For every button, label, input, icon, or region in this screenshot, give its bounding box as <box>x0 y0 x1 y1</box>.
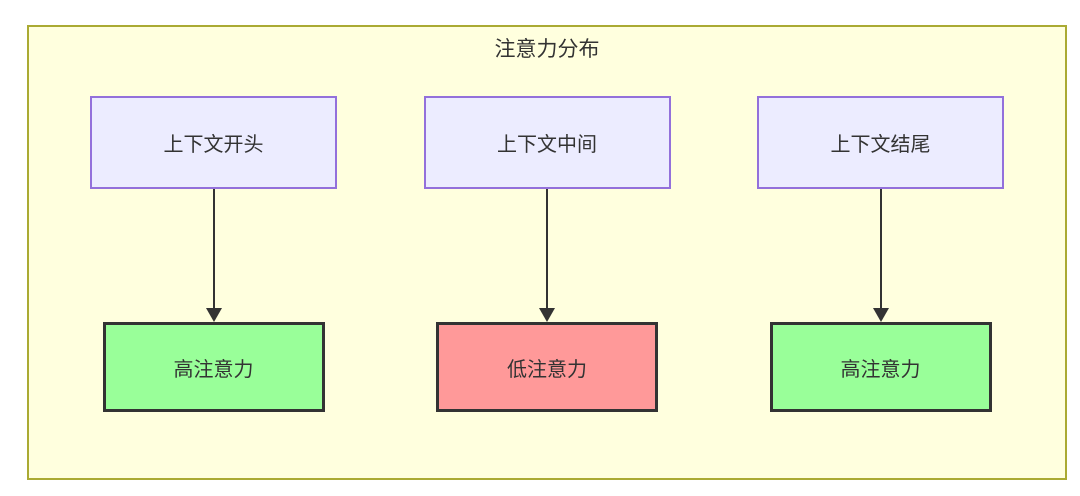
source-node-context-middle: 上下文中间 <box>423 96 671 189</box>
arrow-head <box>205 308 222 322</box>
flow-column-context-middle: 上下文中间 低注意力 <box>423 96 671 412</box>
arrow-down-icon <box>205 189 222 322</box>
arrow-head <box>872 308 889 322</box>
arrow-line <box>879 189 882 308</box>
arrow-down-icon <box>872 189 889 322</box>
source-node-context-end: 上下文结尾 <box>757 96 1004 189</box>
result-node-high-attention-1: 高注意力 <box>102 322 325 412</box>
arrow-head <box>539 308 555 322</box>
flow-columns: 上下文开头 高注意力 上下文中间 低注意力 上下文结尾 高注意力 <box>29 96 1065 412</box>
result-node-low-attention: 低注意力 <box>436 322 658 412</box>
source-node-context-start: 上下文开头 <box>90 96 337 189</box>
flow-column-context-end: 上下文结尾 高注意力 <box>757 96 1004 412</box>
arrow-down-icon <box>539 189 555 322</box>
arrow-line <box>212 189 215 308</box>
attention-distribution-diagram: 注意力分布 上下文开头 高注意力 上下文中间 低注意力 上下文结尾 高注意 <box>27 25 1067 480</box>
arrow-line <box>546 189 548 308</box>
result-node-high-attention-2: 高注意力 <box>769 322 992 412</box>
diagram-title: 注意力分布 <box>494 37 600 61</box>
flow-column-context-start: 上下文开头 高注意力 <box>90 96 337 412</box>
